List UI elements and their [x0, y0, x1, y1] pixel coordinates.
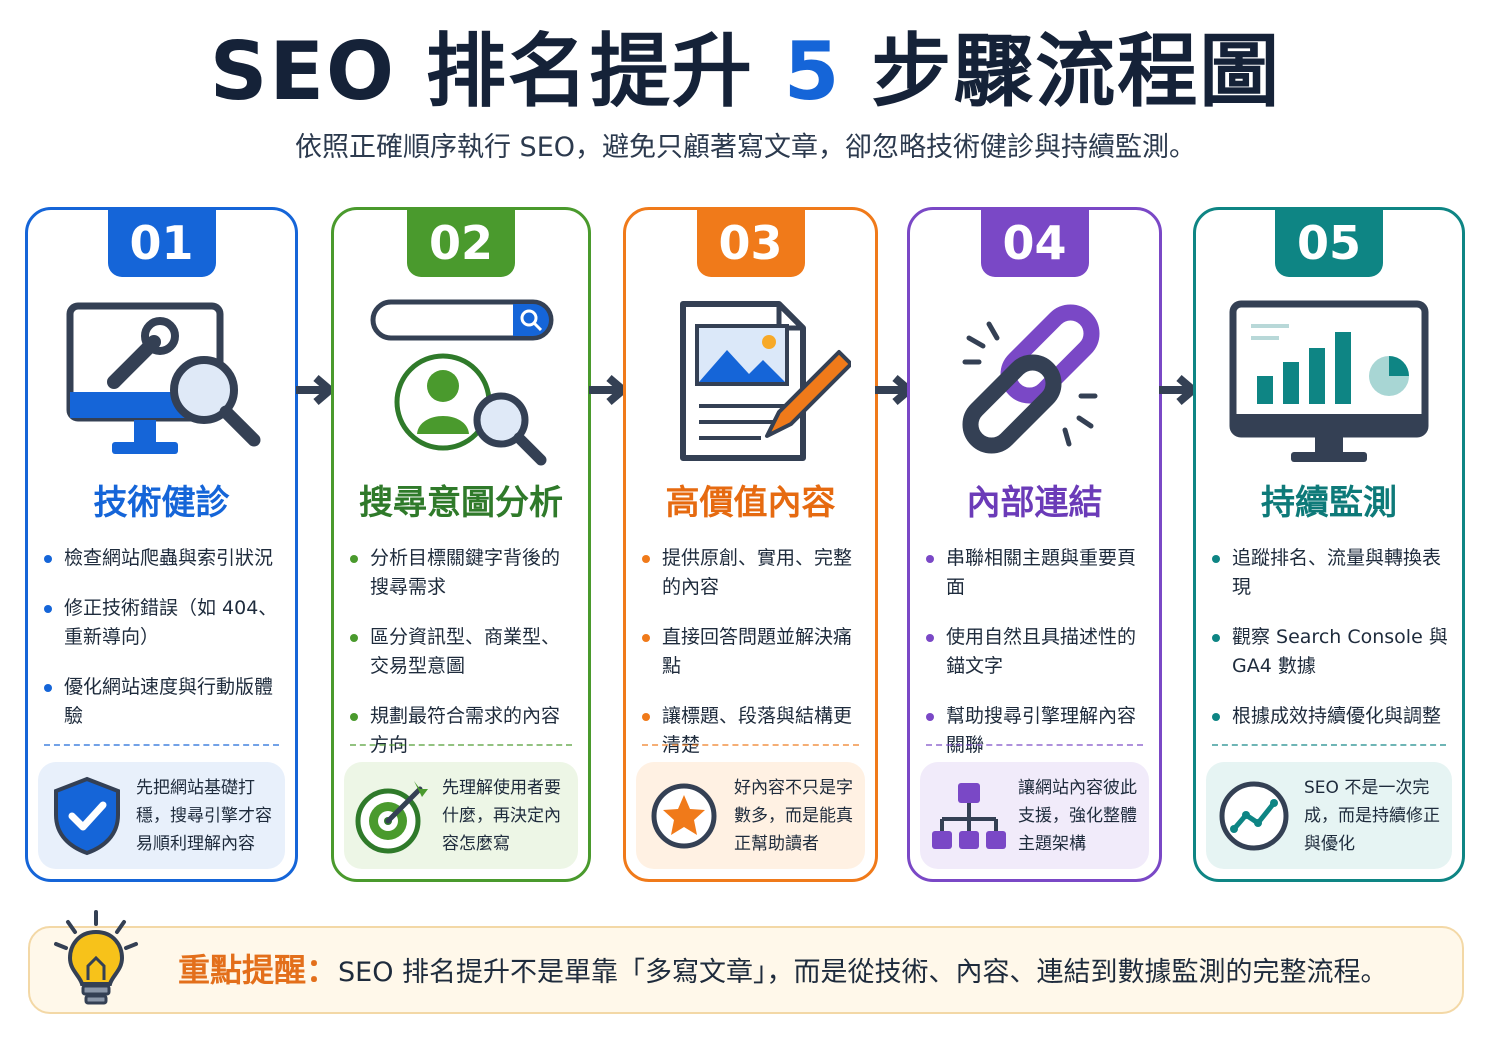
bullet-item: 提供原創、實用、完整的內容 — [642, 544, 865, 602]
reminder-box: 重點提醒：SEO 排名提升不是單靠「多寫文章」，而是從技術、內容、連結到數據監測… — [28, 926, 1464, 1014]
bullet-item: 規劃最符合需求的內容方向 — [350, 702, 578, 760]
shield-check-icon — [48, 775, 126, 857]
reminder-body: SEO 排名提升不是單靠「多寫文章」，而是從技術、內容、連結到數據監測的完整流程… — [338, 957, 1388, 988]
bullet-item: 幫助搜尋引擎理解內容關聯 — [926, 702, 1149, 760]
bullet-item: 修正技術錯誤（如 404、重新導向） — [44, 594, 285, 652]
bullet-item: 區分資訊型、商業型、交易型意圖 — [350, 623, 578, 681]
step-title: 搜尋意圖分析 — [359, 483, 563, 523]
monitor-wrench-magnifier-icon — [28, 296, 295, 476]
step-note: 先理解使用者要什麼，再決定內容怎麼寫 — [344, 762, 578, 869]
bullet-item: 直接回答問題並解決痛點 — [642, 623, 865, 681]
step-title: 持續監測 — [1261, 483, 1397, 523]
divider — [642, 744, 859, 746]
note-text: 先把網站基礎打穩，搜尋引擎才容易順利理解內容 — [136, 777, 272, 854]
step-note: 讓網站內容彼此支援，強化整體主題架構 — [920, 762, 1149, 869]
note-text: 先理解使用者要什麼，再決定內容怎麼寫 — [442, 777, 561, 854]
step-bullets: 串聯相關主題與重要頁面 使用自然且具描述性的錨文字 幫助搜尋引擎理解內容關聯 — [926, 544, 1149, 781]
bullet-item: 檢查網站爬蟲與索引狀況 — [44, 544, 285, 573]
step-card-4: 04 內部連結 串聯相關主題與重要頁面 使用自然且具描述性的錨文字 幫助搜尋引擎… — [907, 207, 1162, 882]
star-icon — [646, 775, 724, 857]
step-bullets: 提供原創、實用、完整的內容 直接回答問題並解決痛點 讓標題、段落與結構更清楚 — [642, 544, 865, 781]
step-bullets: 分析目標關鍵字背後的搜尋需求 區分資訊型、商業型、交易型意圖 規劃最符合需求的內… — [350, 544, 578, 781]
step-note: 好內容不只是字數多，而是能真正幫助讀者 — [636, 762, 865, 869]
divider — [926, 744, 1143, 746]
bullet-item: 讓標題、段落與結構更清楚 — [642, 702, 865, 760]
divider — [350, 744, 572, 746]
chain-link-icon — [910, 296, 1159, 476]
title-prefix: SEO 排名提升 — [209, 25, 784, 118]
step-number-badge: 01 — [107, 207, 216, 277]
title-suffix: 步驟流程圖 — [841, 25, 1282, 118]
bullet-item: 優化網站速度與行動版體驗 — [44, 673, 285, 731]
step-title: 技術健診 — [93, 483, 230, 523]
page-subtitle: 依照正確順序執行 SEO，避免只顧著寫文章，卻忽略技術健診與持續監測。 — [294, 132, 1197, 163]
bullet-item: 分析目標關鍵字背後的搜尋需求 — [350, 544, 578, 602]
bullet-item: 串聯相關主題與重要頁面 — [926, 544, 1149, 602]
note-text: 好內容不只是字數多，而是能真正幫助讀者 — [734, 777, 853, 854]
step-bullets: 追蹤排名、流量與轉換表現 觀察 Search Console 與 GA4 數據 … — [1212, 544, 1452, 752]
step-number-badge: 04 — [980, 207, 1089, 277]
step-card-5: 05 持續監測 追蹤排名、流量與轉換表現 觀察 Search Console 與… — [1193, 207, 1465, 882]
reminder-label: 重點提醒： — [178, 951, 339, 989]
step-note: SEO 不是一次完成，而是持續修正與優化 — [1206, 762, 1452, 869]
document-pencil-icon — [626, 296, 875, 476]
bullet-item: 追蹤排名、流量與轉換表現 — [1212, 544, 1452, 602]
hierarchy-icon — [930, 775, 1008, 857]
monitor-chart-icon — [1196, 296, 1462, 476]
step-number-badge: 05 — [1275, 207, 1383, 277]
arrow-right-icon — [296, 374, 337, 406]
note-text: SEO 不是一次完成，而是持續修正與優化 — [1304, 777, 1440, 854]
step-note: 先把網站基礎打穩，搜尋引擎才容易順利理解內容 — [38, 762, 285, 869]
page-title: SEO 排名提升 5 步驟流程圖 — [0, 22, 1491, 122]
divider — [44, 744, 279, 746]
note-text: 讓網站內容彼此支援，強化整體主題架構 — [1018, 777, 1137, 854]
trend-line-icon — [1216, 775, 1294, 857]
step-title: 高價值內容 — [665, 483, 836, 523]
step-number-badge: 02 — [407, 207, 515, 277]
bullet-item: 使用自然且具描述性的錨文字 — [926, 623, 1149, 681]
step-number-badge: 03 — [696, 207, 805, 277]
title-number: 5 — [783, 25, 842, 118]
step-card-1: 01 技術健診 檢查網站爬蟲與索引狀況 修正技術錯誤（如 404、重新導向） 優… — [25, 207, 298, 882]
bullet-item: 根據成效持續優化與調整 — [1212, 702, 1452, 731]
target-icon — [354, 775, 432, 857]
lightbulb-icon — [54, 910, 138, 1005]
search-bar-user-icon — [334, 296, 588, 476]
step-title: 內部連結 — [966, 483, 1103, 523]
bullet-item: 觀察 Search Console 與 GA4 數據 — [1212, 623, 1452, 681]
divider — [1212, 744, 1446, 746]
step-bullets: 檢查網站爬蟲與索引狀況 修正技術錯誤（如 404、重新導向） 優化網站速度與行動… — [44, 544, 285, 752]
step-card-2: 02 搜尋意圖分析 分析目標關鍵字背後的搜尋需求 區分資訊型、商業型、交易型意圖… — [331, 207, 591, 882]
step-card-3: 03 高價值內容 提供原創、實用、完整的內容 直接回答問題並解決痛點 讓標題、段… — [623, 207, 878, 882]
reminder-text: 重點提醒：SEO 排名提升不是單靠「多寫文章」，而是從技術、內容、連結到數據監測… — [178, 928, 1388, 1012]
